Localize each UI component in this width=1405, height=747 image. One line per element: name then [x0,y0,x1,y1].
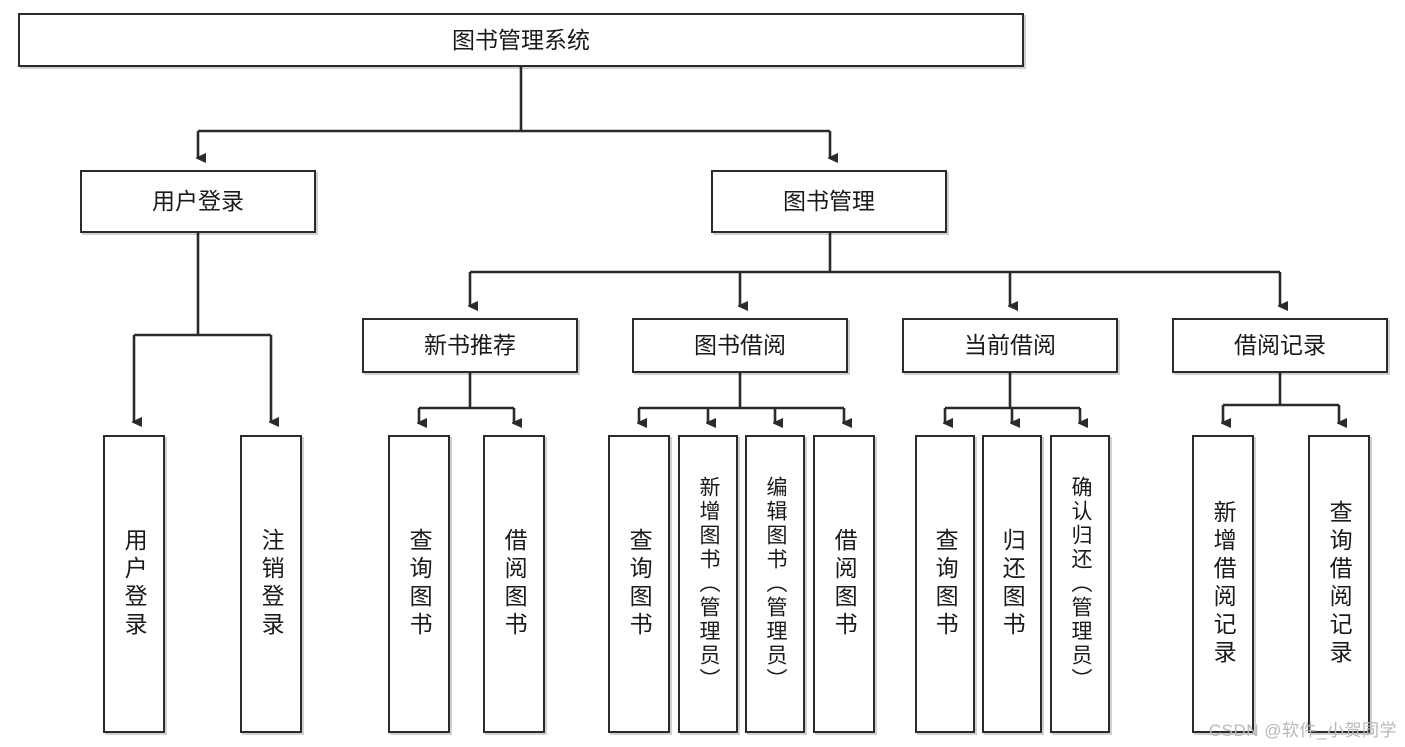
node-borrow-record[interactable]: 借阅记录 [1172,318,1388,373]
node-leaf-cur-query[interactable]: 查询图书 [915,435,975,733]
node-leaf-record-query-label: 查询借阅记录 [1326,500,1353,668]
node-leaf-record-add-label: 新增借阅记录 [1210,500,1237,668]
node-leaf-cur-confirm[interactable]: 确认归还（管理员） [1050,435,1110,733]
node-leaf-rec-query[interactable]: 查询图书 [388,435,450,733]
node-leaf-user-login[interactable]: 用户登录 [103,435,165,733]
node-current-borrow[interactable]: 当前借阅 [902,318,1118,373]
node-leaf-borrow-lend-label: 借阅图书 [831,528,858,640]
node-leaf-borrow-lend[interactable]: 借阅图书 [813,435,875,733]
node-leaf-borrow-add[interactable]: 新增图书（管理员） [678,435,738,733]
node-leaf-borrow-query[interactable]: 查询图书 [608,435,670,733]
node-leaf-cur-confirm-label: 确认归还（管理员） [1069,476,1093,692]
node-new-book-rec[interactable]: 新书推荐 [362,318,578,373]
node-book-borrow-label: 图书借阅 [694,332,786,358]
node-book-borrow[interactable]: 图书借阅 [632,318,848,373]
node-leaf-borrow-edit-label: 编辑图书（管理员） [764,476,788,692]
node-leaf-borrow-add-label: 新增图书（管理员） [697,476,721,692]
node-leaf-user-logout[interactable]: 注销登录 [240,435,302,733]
node-borrow-record-label: 借阅记录 [1234,332,1326,358]
node-leaf-cur-return-label: 归还图书 [999,528,1026,640]
node-user-login-label: 用户登录 [152,188,244,214]
node-root-label: 图书管理系统 [452,26,590,53]
node-leaf-user-logout-label: 注销登录 [258,528,285,640]
node-book-manage[interactable]: 图书管理 [711,170,947,233]
node-book-manage-label: 图书管理 [783,188,875,214]
node-user-login[interactable]: 用户登录 [80,170,316,233]
node-root[interactable]: 图书管理系统 [18,13,1024,67]
node-new-book-rec-label: 新书推荐 [424,332,516,358]
node-leaf-borrow-query-label: 查询图书 [626,528,653,640]
csdn-watermark: CSDN @软件_小贺同学 [1208,721,1397,740]
node-leaf-rec-query-label: 查询图书 [406,528,433,640]
node-leaf-record-add[interactable]: 新增借阅记录 [1192,435,1254,733]
node-leaf-user-login-label: 用户登录 [121,528,148,640]
node-leaf-rec-borrow[interactable]: 借阅图书 [483,435,545,733]
node-leaf-rec-borrow-label: 借阅图书 [501,528,528,640]
node-leaf-cur-return[interactable]: 归还图书 [982,435,1042,733]
node-leaf-record-query[interactable]: 查询借阅记录 [1308,435,1370,733]
node-current-borrow-label: 当前借阅 [964,332,1056,358]
node-leaf-cur-query-label: 查询图书 [932,528,959,640]
node-leaf-borrow-edit[interactable]: 编辑图书（管理员） [745,435,805,733]
